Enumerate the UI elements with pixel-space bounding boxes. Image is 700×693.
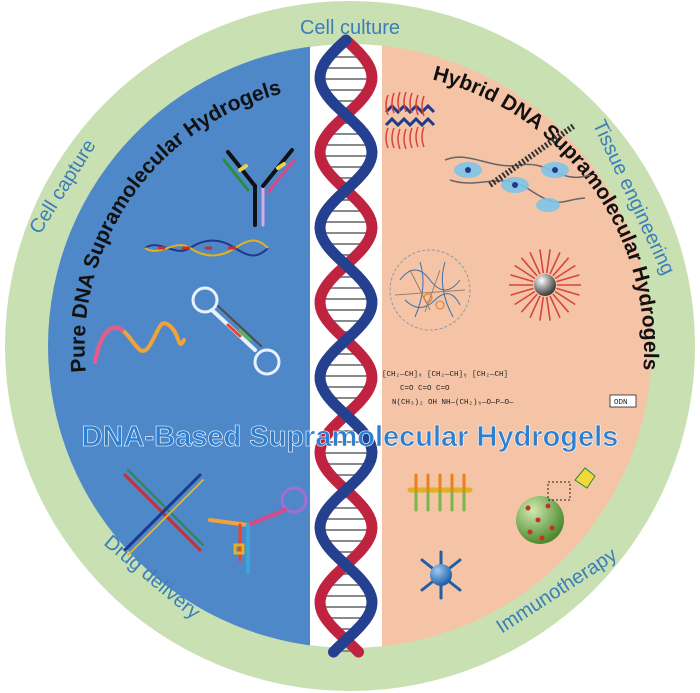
strand-segment <box>93 325 124 364</box>
ring-label-top: Cell culture <box>300 17 400 39</box>
micelle-chain <box>510 274 534 283</box>
helix-strand-blue <box>314 34 378 658</box>
micelle-chain <box>556 274 580 283</box>
micelle-chain <box>545 249 551 274</box>
x-shaped-dna-icon <box>123 469 204 556</box>
micelle-chain <box>554 264 576 280</box>
micelle-chain <box>549 251 561 275</box>
micelle-chain <box>539 296 545 321</box>
micelle-chain <box>514 264 536 280</box>
y-shaped-dna-icon <box>222 148 296 227</box>
protein-network-icon <box>444 122 591 212</box>
micelle-icon <box>509 249 581 321</box>
aptamer-structure-icon <box>208 486 308 574</box>
micelle-chain <box>510 287 534 296</box>
micelle-chain <box>554 290 576 306</box>
star-particle-icon <box>420 550 462 600</box>
micelle-chain <box>520 257 538 277</box>
micelle-chain <box>520 293 538 313</box>
formula-line-1: [CH₂—CH]ₓ [CH₂—CH]ᵧ [CH₂—CH] <box>382 371 508 379</box>
polymer-formula: [CH₂—CH]ₓ [CH₂—CH]ᵧ [CH₂—CH] C=O C=O C=O… <box>382 371 637 408</box>
micelle-chain <box>545 296 551 321</box>
formula-line-3: N(CH₃)₂ OH NH—(CH₂)₆—O—P—O— <box>392 399 514 407</box>
micelle-chain <box>529 295 541 319</box>
micelle-chain <box>539 249 545 274</box>
dna-duplex-icon <box>144 239 269 257</box>
micelle-chain <box>552 257 570 277</box>
comb-polymer-icon <box>407 473 473 512</box>
polymer-brush-icon <box>384 91 436 150</box>
dna-double-helix <box>314 34 378 658</box>
hairpin-loop-icon <box>191 286 281 376</box>
micelle-chain <box>514 290 536 306</box>
micelle-chain <box>552 293 570 313</box>
micelle-chain <box>556 287 580 296</box>
helix-strand-red <box>314 34 378 658</box>
nanoparticle-icon <box>516 467 596 544</box>
formula-oligo-label: ODN <box>614 399 628 407</box>
formula-line-2: C=O C=O C=O <box>400 385 450 393</box>
micelle-chain <box>549 295 561 319</box>
gel-network-icon <box>389 249 471 331</box>
center-title: DNA-Based Supramolecular Hydrogels <box>82 421 619 453</box>
micelle-chain <box>529 251 541 275</box>
